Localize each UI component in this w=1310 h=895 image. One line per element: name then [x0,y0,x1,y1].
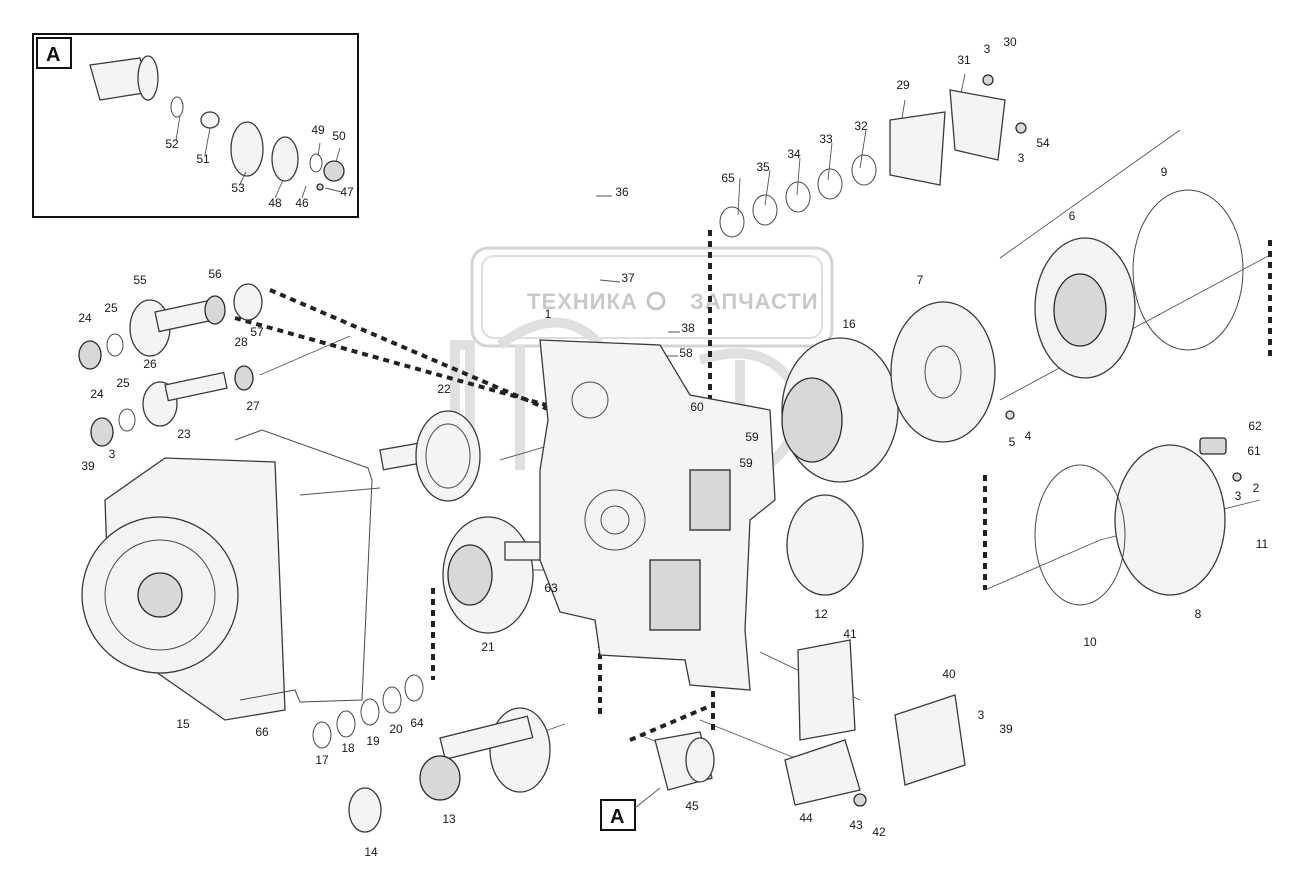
part-label-57: 57 [250,325,264,339]
part-label-4: 4 [1025,429,1032,443]
part-label-14: 14 [364,845,378,859]
part-label-10: 10 [1083,635,1097,649]
part-label-18: 18 [341,741,355,755]
part-label-52: 52 [165,137,179,151]
part-label-37: 37 [621,271,635,285]
part-label-51: 51 [196,152,210,166]
part-label-2: 2 [1253,481,1260,495]
part-label-20: 20 [389,722,403,736]
part-label-36: 36 [615,185,629,199]
gear-21 [442,516,541,634]
part-label-58: 58 [679,346,693,360]
front-housing [81,429,373,721]
part-label-22: 22 [437,382,451,396]
part-label-7: 7 [917,273,924,287]
part-label-39: 39 [999,722,1013,736]
part-label-50: 50 [332,129,346,143]
part-label-48: 48 [268,196,282,210]
part-label-64: 64 [410,716,424,730]
part-label-56: 56 [208,267,222,281]
part-label-29: 29 [896,78,910,92]
part-label-61: 61 [1247,444,1261,458]
part-label-45: 45 [685,799,699,813]
part-label-21: 21 [481,640,495,654]
lower-shaft [312,674,551,833]
part-label-23: 23 [177,427,191,441]
part-label-30: 30 [1003,35,1017,49]
part-label-1: 1 [545,307,552,321]
part-label-62: 62 [1248,419,1262,433]
part-label-65: 65 [721,171,735,185]
watermark-left: ТЕХНИКА [527,289,638,314]
part-label-59: 59 [739,456,753,470]
part-label-16: 16 [842,317,856,331]
part-label-38: 38 [681,321,695,335]
part-label-42: 42 [872,825,886,839]
part-label-59: 59 [745,430,759,444]
part-label-12: 12 [814,607,828,621]
view-tag-label: A [610,806,624,828]
view-tag-a: A [600,787,661,831]
gear-icon [646,291,666,311]
part-label-8: 8 [1195,607,1202,621]
part-label-15: 15 [176,717,190,731]
part-label-11: 11 [1256,537,1269,551]
part-label-55: 55 [133,273,147,287]
part-label-3: 3 [984,42,991,56]
part-label-3: 3 [109,447,116,461]
inset-tag: A [46,44,60,66]
part-label-27: 27 [246,399,260,413]
upper-shafts [78,283,263,447]
part-label-41: 41 [843,627,857,641]
part-label-25: 25 [116,376,130,390]
part-label-3: 3 [978,708,985,722]
part-label-46: 46 [295,196,309,210]
part-label-19: 19 [366,734,380,748]
part-label-49: 49 [311,123,325,137]
part-label-24: 24 [78,311,92,325]
part-label-28: 28 [234,335,248,349]
part-label-9: 9 [1161,165,1168,179]
part-label-24: 24 [90,387,104,401]
part-label-13: 13 [442,812,456,826]
part-label-35: 35 [756,160,770,174]
part-label-44: 44 [799,811,813,825]
part-label-53: 53 [231,181,245,195]
main-housing [539,339,776,691]
inset-view-a: A [32,33,359,218]
part-label-25: 25 [104,301,118,315]
part-label-26: 26 [143,357,157,371]
part-label-17: 17 [315,753,329,767]
part-label-60: 60 [690,400,704,414]
part-label-5: 5 [1009,435,1016,449]
part-label-40: 40 [942,667,956,681]
part-label-6: 6 [1069,209,1076,223]
right-assembly [654,74,1244,807]
gear-22-shaft [379,410,481,502]
part-label-66: 66 [255,725,269,739]
part-label-47: 47 [340,185,354,199]
part-label-34: 34 [787,147,801,161]
part-label-63: 63 [544,581,558,595]
part-label-3: 3 [1235,489,1242,503]
part-label-33: 33 [819,132,833,146]
part-label-54: 54 [1036,136,1050,150]
part-label-32: 32 [854,119,868,133]
part-label-39: 39 [81,459,95,473]
part-label-43: 43 [849,818,863,832]
part-label-31: 31 [957,53,971,67]
part-label-3: 3 [1018,151,1025,165]
